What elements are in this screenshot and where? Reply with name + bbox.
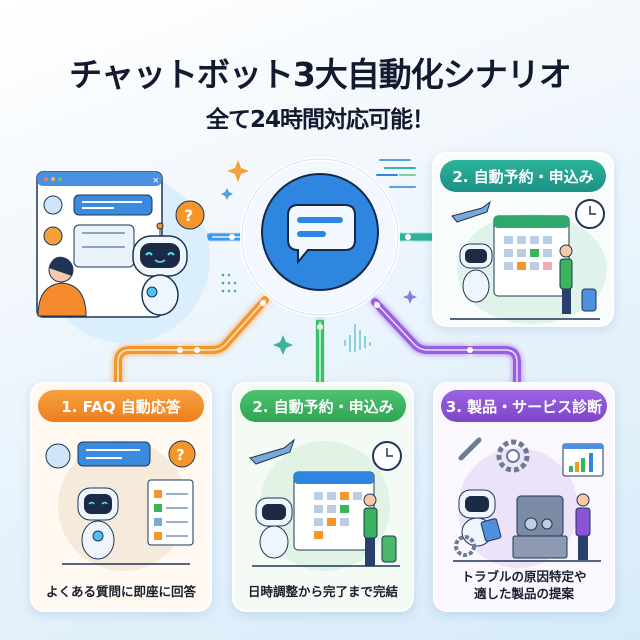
page-subtitle: 全て24時間対応可能！ xyxy=(205,107,435,133)
chat-bubble-icon xyxy=(261,173,379,291)
diagnosis-illustration xyxy=(453,437,604,568)
sound-wave-icon xyxy=(344,324,371,352)
scenario-card-faq: 1. FAQ 自動応答 ? よくある質問に即座に回答 xyxy=(30,382,212,612)
data-lines xyxy=(376,159,416,188)
connector-booking xyxy=(316,320,324,390)
svg-text:×: × xyxy=(152,176,160,186)
caption-line-2: 適した製品の提案 xyxy=(473,586,574,601)
scenario-caption-faq: よくある質問に即座に回答 xyxy=(45,584,196,599)
scenario-label-faq: 1. FAQ 自動応答 xyxy=(38,390,204,422)
faq-illustration: ? xyxy=(45,440,196,571)
connector-top-left xyxy=(206,233,249,241)
booking-preview-card: 2. 自動予約・申込み xyxy=(432,152,614,327)
page-title: チャットボット3大自動化シナリオ xyxy=(69,55,572,94)
booking-preview-label: 2. 自動予約・申込み xyxy=(440,160,606,192)
connector-faq xyxy=(114,296,269,394)
booking-illustration xyxy=(249,438,402,571)
scenario-caption-booking: 日時調整から完了まで完結 xyxy=(247,584,398,599)
connector-top-right xyxy=(393,233,436,241)
connector-diagnosis xyxy=(371,298,521,394)
sparkle-icon xyxy=(221,188,233,200)
sparkle-icon xyxy=(273,335,293,355)
svg-text:?: ? xyxy=(176,446,185,464)
scenario-caption-diagnosis: トラブルの原因特定や 適した製品の提案 xyxy=(435,568,613,602)
scenario-label-diagnosis: 3. 製品・サービス診断 xyxy=(441,390,607,422)
scenario-card-booking: 2. 自動予約・申込み 日時調整から完了まで完結 xyxy=(232,382,414,612)
svg-text:?: ? xyxy=(184,206,193,225)
dot-pattern xyxy=(221,273,237,293)
scenario-label-booking: 2. 自動予約・申込み xyxy=(240,390,406,422)
sparkle-icon xyxy=(403,290,417,304)
caption-line-1: トラブルの原因特定や xyxy=(461,569,587,584)
scenario-card-diagnosis: 3. 製品・サービス診断 トラブルの原因特定や 適した製品の提案 xyxy=(433,382,615,612)
calendar-booking-illustration xyxy=(450,199,607,324)
